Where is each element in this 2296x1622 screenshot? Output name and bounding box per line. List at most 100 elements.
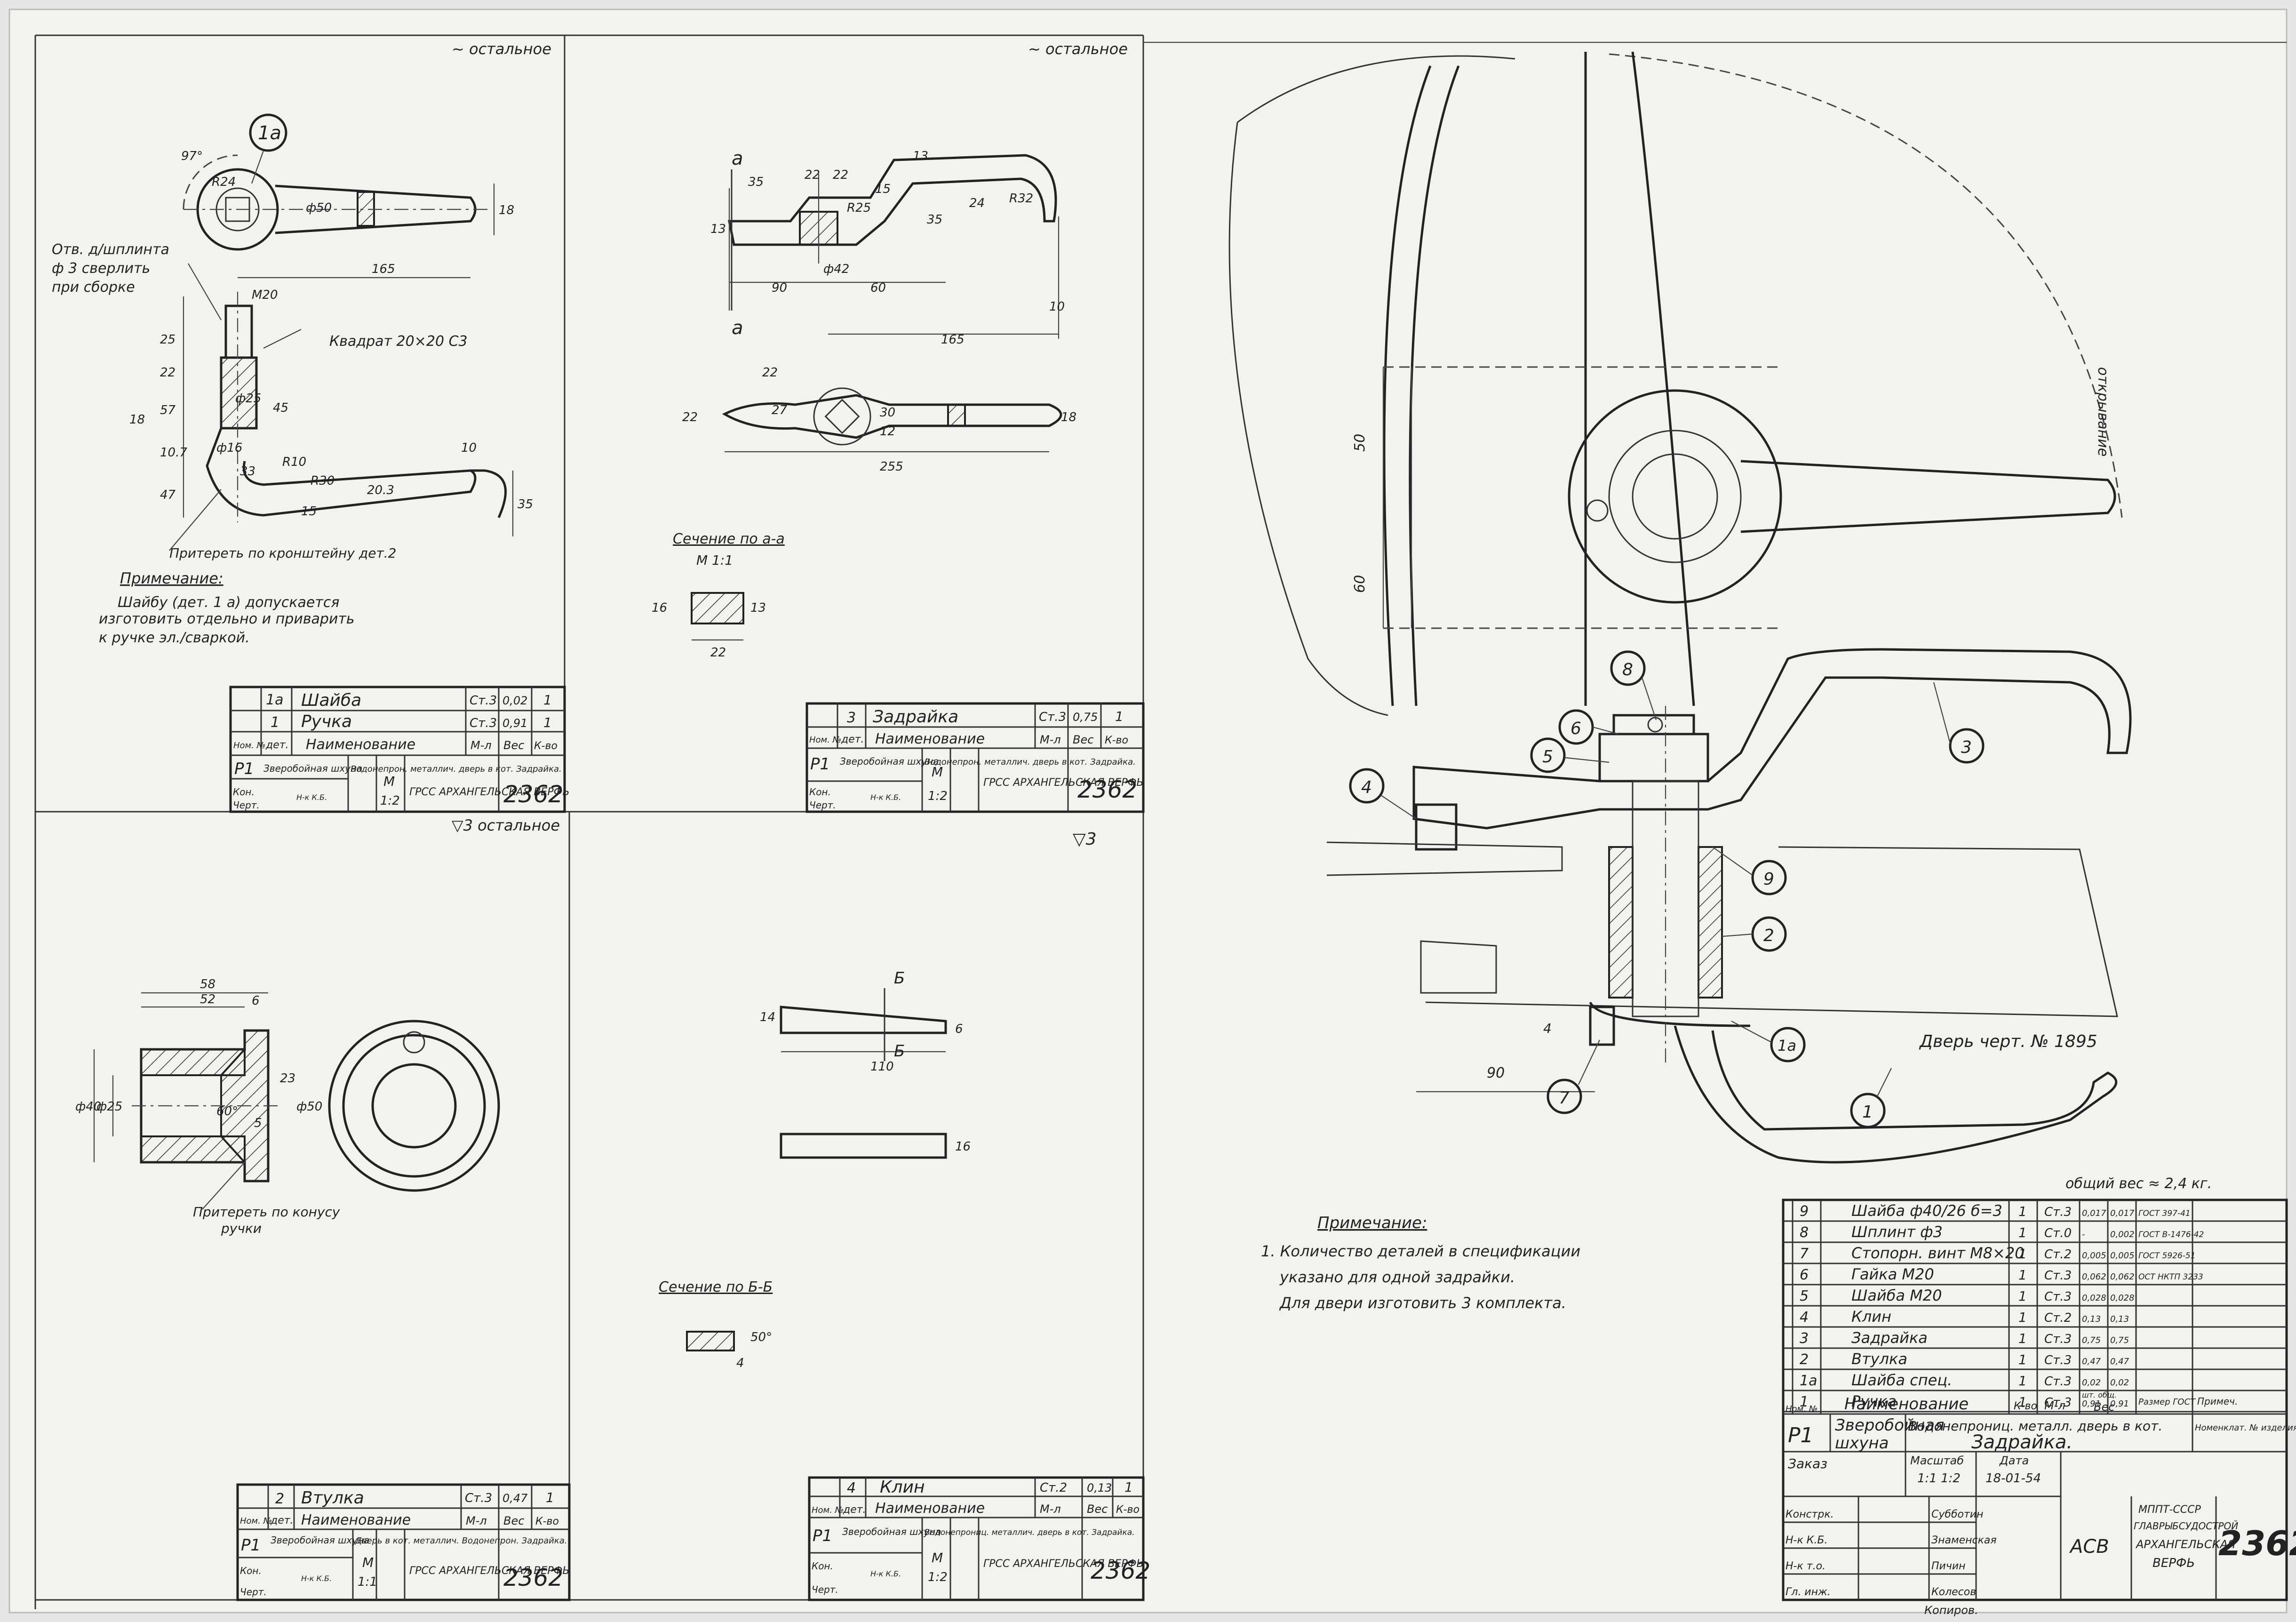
main-copied: Копиров. — [1924, 1604, 1978, 1617]
dim-label: 22 — [833, 168, 848, 182]
tb3-weight: 0,47 — [502, 1492, 528, 1505]
handle-note-3: к ручке эл./сваркой. — [99, 630, 250, 646]
main-signer: Колесов — [1931, 1586, 1976, 1598]
tb2-kk: Н-к К.Б. — [870, 793, 901, 802]
tb4-h-weight: Вес — [1087, 1502, 1108, 1516]
spec-cell-pos: 2 — [1800, 1351, 1809, 1368]
main-h-w: Вес — [2094, 1400, 2114, 1414]
tb1-h-det: дет. — [265, 739, 289, 751]
dim-label: 14 — [760, 1010, 775, 1024]
tb1-number: 2362 — [503, 781, 563, 808]
tb3-h-name: Наименование — [301, 1512, 411, 1528]
tb3-h-pos: Ном. № — [240, 1516, 272, 1526]
dim-label: 18 — [499, 203, 514, 217]
spec-cell-w1: 0,75 — [2082, 1335, 2101, 1345]
main-org-2: ГЛАВРЫБСУДОСТРОЙ — [2134, 1520, 2238, 1532]
main-logo: АСВ — [2069, 1536, 2109, 1558]
section-b-label-bottom: Б — [894, 1042, 905, 1061]
dim-label: 22 — [805, 168, 820, 182]
tb1-kon: Кон. — [233, 786, 255, 798]
dim-label: R32 — [1009, 192, 1033, 206]
tb3-h-weight: Вес — [503, 1514, 524, 1527]
spec-cell-w1: 0,005 — [2082, 1251, 2106, 1261]
main-p1: Р1 — [1788, 1423, 1814, 1447]
assembly-note-3: Для двери изготовить 3 комплекта. — [1279, 1294, 1566, 1312]
title-block-4 — [808, 1476, 1145, 1601]
handle-note-title: Примечание: — [120, 569, 223, 587]
tb3-qty: 1 — [546, 1490, 554, 1505]
spec-cell-w2: 0,017 — [2110, 1208, 2135, 1218]
spec-cell-qty: 1 — [2018, 1288, 2027, 1304]
bush-drawing — [93, 992, 500, 1210]
dim-label: 25 — [160, 333, 175, 347]
dim-label: 50° — [750, 1330, 772, 1344]
tb4-chert: Черт. — [812, 1584, 838, 1595]
title-block-3 — [236, 1483, 571, 1601]
surface-finish-4: ▽3 — [1073, 830, 1097, 849]
dim-label: ф50 — [296, 1100, 322, 1114]
dim-label: ф50 — [306, 201, 332, 215]
tb1-qty: 1 — [543, 715, 552, 730]
dim-label: R10 — [282, 455, 306, 469]
tb1-h-name: Наименование — [306, 736, 415, 753]
surface-finish-2: ~ остальное — [1028, 40, 1128, 58]
dim-label: 30 — [880, 406, 895, 420]
dim-label: 110 — [870, 1060, 894, 1074]
tb4-mat: Ст.2 — [1040, 1481, 1067, 1495]
tb2-h-pos: Ном. № — [809, 735, 841, 745]
tb2-title: Водонепрон. металлич. дверь в кот. Задра… — [925, 757, 1136, 767]
dim-label: 165 — [941, 333, 965, 347]
spec-cell-w2: 0,002 — [2110, 1230, 2135, 1239]
tb3-name: Втулка — [301, 1488, 364, 1508]
tb2-chert: Черт. — [809, 799, 836, 811]
spec-cell-pos: 9 — [1800, 1203, 1809, 1220]
main-h-note: Примеч. — [2197, 1396, 2238, 1407]
tb3-title: Дверь в кот. металлич. Водонепрон. Задра… — [355, 1536, 567, 1546]
main-signer: Субботин — [1931, 1509, 1983, 1520]
dim-label: ф40 — [75, 1100, 101, 1114]
tb3-kon: Кон. — [240, 1565, 262, 1576]
balloon-label: 6 — [1571, 719, 1581, 738]
assembly-dim-90: 90 — [1487, 1065, 1505, 1081]
spec-cell-w2: 0,75 — [2110, 1335, 2129, 1345]
tb4-pos: 4 — [847, 1480, 856, 1496]
dim-label: 45 — [273, 401, 288, 415]
tb3-h-mat: М-л — [466, 1514, 487, 1527]
dim-label: 60° — [216, 1104, 238, 1119]
main-date: 18-01-54 — [1985, 1471, 2041, 1486]
spec-cell-pos: 1 — [1800, 1394, 1809, 1410]
spec-cell-name: Втулка — [1851, 1350, 1907, 1368]
dim-label: 22 — [160, 366, 175, 380]
tb3-mat: Ст.3 — [465, 1491, 492, 1505]
dim-label: 90 — [772, 281, 787, 295]
dim-label: 255 — [880, 460, 903, 474]
dim-label: М20 — [252, 288, 278, 302]
tb2-h-det: дет. — [841, 734, 864, 745]
spec-cell-w1: 0,47 — [2082, 1357, 2101, 1366]
dim-label: R24 — [212, 175, 236, 189]
dim-label: 33 — [240, 464, 255, 479]
tb1-p1: Р1 — [234, 759, 254, 778]
section-b-title: Сечение по Б-Б — [659, 1279, 773, 1295]
assembly-drawing — [1228, 51, 2132, 1164]
main-signer: Пичин — [1931, 1560, 1966, 1572]
spec-cell-pos: 3 — [1800, 1330, 1809, 1347]
dim-label: 27 — [772, 403, 788, 417]
fit-note: Притереть по кронштейну дет.2 — [169, 545, 396, 561]
spec-cell-name: Шайба М20 — [1851, 1286, 1942, 1304]
bush-fit-note-1: Притереть по конусу — [193, 1204, 340, 1220]
spec-cell-name: Гайка М20 — [1851, 1265, 1934, 1283]
dim-label: 12 — [880, 424, 895, 439]
spec-cell-mat: Ст.3 — [2044, 1205, 2072, 1219]
dim-label: ф42 — [823, 262, 849, 276]
main-scale: 1:1 1:2 — [1917, 1471, 1961, 1486]
spec-cell-gost: ГОСТ 397-41 — [2138, 1209, 2191, 1218]
dim-label: R25 — [847, 201, 871, 215]
tb2-p1: Р1 — [810, 755, 830, 774]
hole-note-2: ф 3 сверлить — [52, 260, 150, 277]
dim-label: 58 — [200, 977, 215, 991]
dim-label: 22 — [710, 646, 726, 660]
tb3-vessel: Зверобойная шхуна — [271, 1534, 369, 1546]
dim-label: ф25 — [96, 1100, 122, 1114]
tb4-qty: 1 — [1124, 1479, 1133, 1495]
